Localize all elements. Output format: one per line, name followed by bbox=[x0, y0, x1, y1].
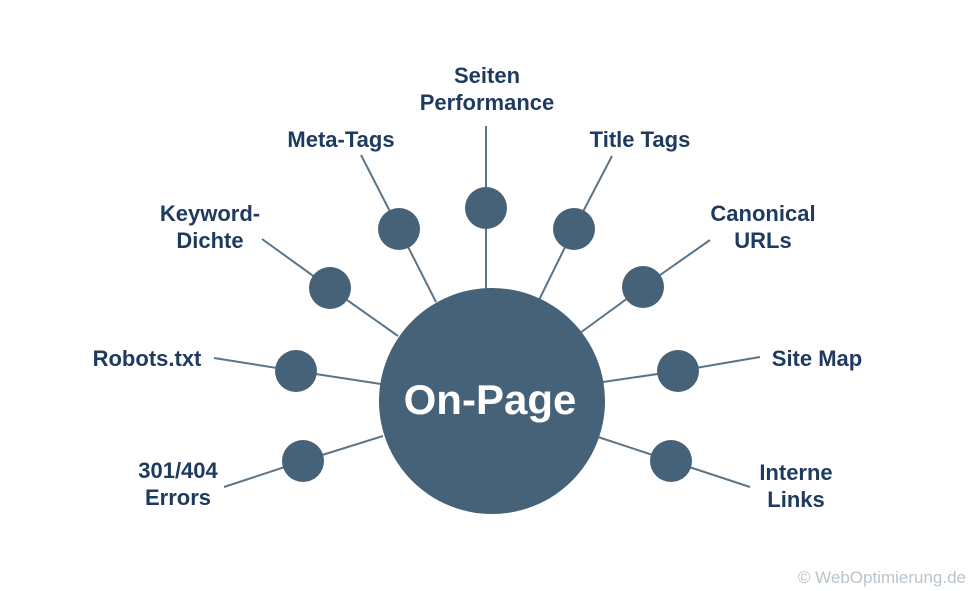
spoke-node-site-map bbox=[657, 350, 699, 392]
spoke-label-robots-txt: Robots.txt bbox=[93, 346, 202, 371]
spoke-node-canonical-urls bbox=[622, 266, 664, 308]
spoke-label-meta-tags: Meta-Tags bbox=[287, 127, 394, 152]
spoke-label-line: Interne bbox=[759, 460, 832, 485]
spoke-node-meta-tags bbox=[378, 208, 420, 250]
spoke-label-line: 301/404 bbox=[138, 458, 218, 483]
watermark-text: © WebOptimierung.de bbox=[798, 568, 966, 587]
spoke-label-title-tags: Title Tags bbox=[590, 127, 691, 152]
spoke-node-title-tags bbox=[553, 208, 595, 250]
spoke-label-line: Dichte bbox=[176, 228, 243, 253]
spoke-label-line: Meta-Tags bbox=[287, 127, 394, 152]
spoke-node-301-404-errors bbox=[282, 440, 324, 482]
spoke-label-line: Errors bbox=[145, 485, 211, 510]
spoke-node-interne-links bbox=[650, 440, 692, 482]
spoke-label-line: Links bbox=[767, 487, 824, 512]
spoke-label-line: Seiten bbox=[454, 63, 520, 88]
spoke-label-line: Robots.txt bbox=[93, 346, 202, 371]
hub-label: On-Page bbox=[404, 376, 577, 423]
spoke-node-robots-txt bbox=[275, 350, 317, 392]
spoke-label-line: Keyword- bbox=[160, 201, 260, 226]
spoke-nodes bbox=[275, 187, 699, 482]
spoke-node-seiten-performance bbox=[465, 187, 507, 229]
spoke-label-site-map: Site Map bbox=[772, 346, 862, 371]
spoke-node-keyword-dichte bbox=[309, 267, 351, 309]
spoke-label-line: Site Map bbox=[772, 346, 862, 371]
spoke-label-line: Title Tags bbox=[590, 127, 691, 152]
spoke-label-line: URLs bbox=[734, 228, 791, 253]
hub-circle bbox=[379, 288, 605, 514]
spoke-label-line: Performance bbox=[420, 90, 555, 115]
spoke-label-keyword-dichte: Keyword-Dichte bbox=[160, 201, 260, 253]
spoke-label-line: Canonical bbox=[710, 201, 815, 226]
